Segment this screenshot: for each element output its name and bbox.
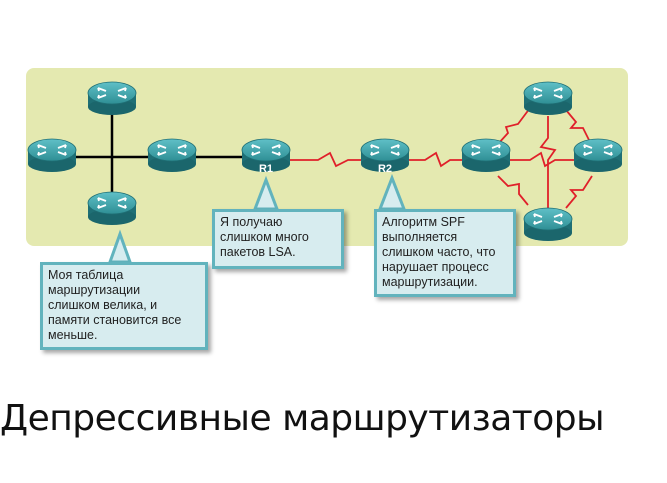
- router-left: [27, 138, 77, 173]
- router-r1-label: R1: [259, 163, 273, 175]
- router-mesh-top: [523, 81, 573, 116]
- router-center-left: [147, 138, 197, 173]
- page-title: Депрессивные маршрутизаторы: [0, 398, 605, 439]
- callout-spf-algorithm: Алгоритм SPF выполняется слишком часто, …: [374, 209, 516, 297]
- router-mesh-left: [461, 138, 511, 173]
- router-r1: R1: [241, 138, 291, 175]
- callout-routing-table: Моя таблица маршрутизации слишком велика…: [40, 262, 208, 350]
- router-mesh-right: [573, 138, 623, 173]
- wan-links: [290, 107, 593, 209]
- router-mesh-bottom: [523, 207, 573, 242]
- router-r2: R2: [360, 138, 410, 175]
- router-r2-label: R2: [378, 163, 392, 175]
- callout-lsa-packets: Я получаю слишком много пакетов LSA.: [212, 209, 344, 269]
- router-bottom-left: [87, 191, 137, 226]
- router-top-left: [87, 81, 137, 116]
